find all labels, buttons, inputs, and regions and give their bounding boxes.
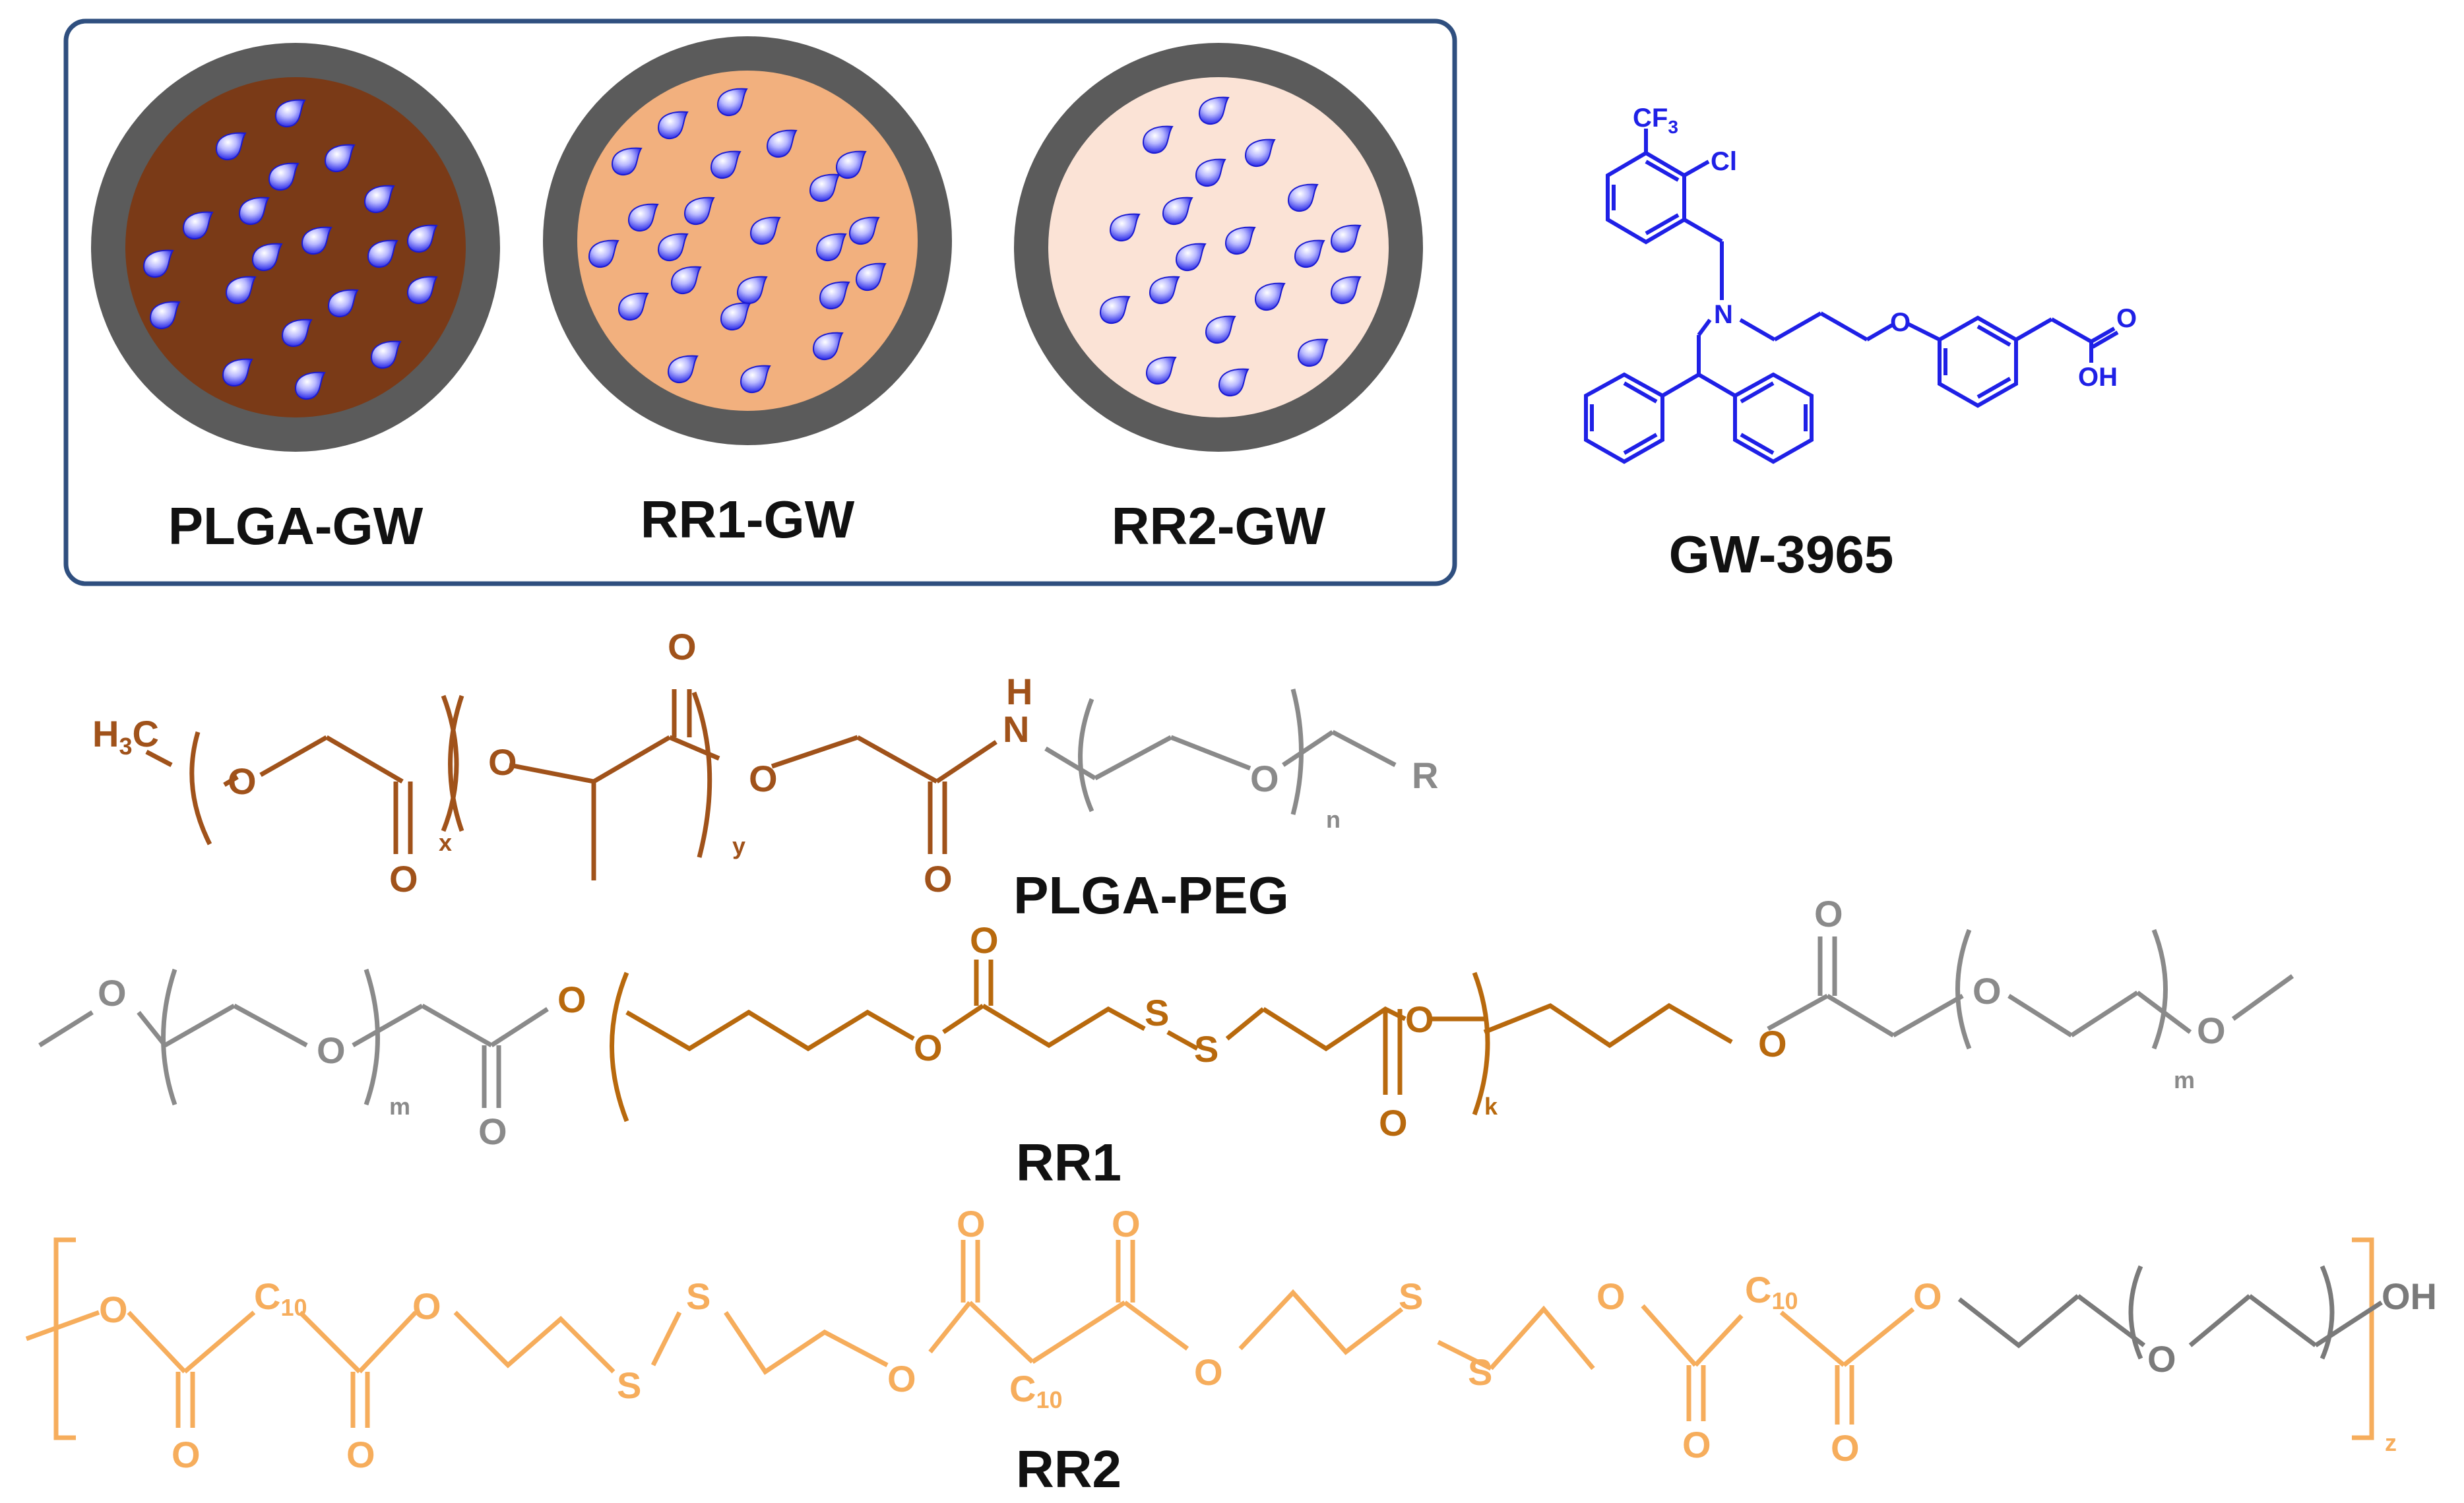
rr2-o-label: O xyxy=(1112,1203,1141,1244)
rr2-o-label: O xyxy=(172,1434,201,1475)
index-x: x xyxy=(439,829,452,856)
rr2-s-label: S xyxy=(617,1365,641,1406)
rr1-o-label: O xyxy=(557,979,586,1020)
rr1-o-label: O xyxy=(1973,970,2002,1012)
gw-n-label: N xyxy=(1714,300,1733,329)
particle-core xyxy=(1048,77,1389,417)
particle-label: RR2-GW xyxy=(1112,497,1326,555)
rr1-o-label: O xyxy=(1379,1102,1408,1144)
rr1-o-label: O xyxy=(317,1029,346,1071)
rr1-o-label: O xyxy=(98,972,127,1014)
rr2-s-label: S xyxy=(1468,1351,1492,1393)
rr2-o-label: O xyxy=(99,1289,128,1330)
rr1-s-label: S xyxy=(1194,1028,1218,1070)
rr2-o-label: O xyxy=(1194,1351,1223,1393)
rr1-name: RR1 xyxy=(1016,1133,1121,1192)
rr2-o-label: O xyxy=(957,1203,986,1244)
rr2-core xyxy=(25,1237,2374,1440)
index-m: m xyxy=(389,1093,410,1120)
plga-peg-name: PLGA-PEG xyxy=(1013,866,1289,925)
rr2-o-label: O xyxy=(1682,1424,1711,1465)
plga-o-label: O xyxy=(488,741,517,783)
rr1-peg-left xyxy=(38,968,549,1108)
plga-peg-structure xyxy=(145,689,997,880)
gw3965-structure xyxy=(1584,129,2119,464)
plga-o-label: O xyxy=(749,758,778,799)
nh-h-label: H xyxy=(1006,671,1032,712)
nh-n-label: N xyxy=(1003,708,1029,750)
peg-o-label: O xyxy=(1250,758,1279,799)
rr2-c10-label: C10 xyxy=(1745,1269,1798,1314)
gw-cf3-label: CF3 xyxy=(1633,104,1678,137)
rr1-core xyxy=(610,960,1733,1122)
rr1-o-label: O xyxy=(1405,998,1434,1040)
rr1-s-label: S xyxy=(1145,992,1169,1033)
rr1-o-label: O xyxy=(914,1027,943,1068)
particle-label: RR1-GW xyxy=(641,490,855,549)
index-k: k xyxy=(1484,1093,1498,1120)
rr2-o-label: O xyxy=(2147,1338,2176,1380)
gw-carbonyl-o-label: O xyxy=(2116,304,2137,333)
gw3965-atoms: CF3 Cl N O O OH xyxy=(1633,104,2137,392)
index-m: m xyxy=(2174,1066,2195,1093)
rr1-o-label: O xyxy=(2197,1010,2226,1051)
index-n: n xyxy=(1326,806,1341,833)
gw3965-name: GW-3965 xyxy=(1669,525,1894,584)
plga-o-label: O xyxy=(228,760,257,802)
rr1-o-label: O xyxy=(970,919,999,961)
plga-peg-atoms: H3C O O x O O y O O H N O n R xyxy=(92,626,1438,900)
rr1-atoms: O O m O O O O S S O O k O O O O m xyxy=(98,893,2226,1152)
gw-o-label: O xyxy=(1890,308,1911,337)
particle-rr2-gw: RR2-GW xyxy=(1014,43,1423,555)
rr1-o-label: O xyxy=(1758,1023,1787,1064)
rr1-peg-right xyxy=(1767,929,2294,1050)
particle-core xyxy=(577,71,918,411)
gw-cl-label: Cl xyxy=(1711,147,1737,176)
rr2-atoms: O C10 O O O S S O O C10 O O S S O C10 O … xyxy=(99,1203,2437,1475)
rr2-c10-label: C10 xyxy=(254,1275,307,1321)
h3c-label: H3C xyxy=(92,713,159,760)
rr2-s-label: S xyxy=(1399,1275,1423,1317)
rr2-o-label: O xyxy=(1913,1275,1942,1317)
plga-o-label: O xyxy=(924,858,953,900)
gw-oh-label: OH xyxy=(2078,363,2118,392)
rr2-s-label: S xyxy=(686,1275,711,1317)
plga-o-label: O xyxy=(668,626,697,667)
particle-plga-gw: PLGA-GW xyxy=(91,43,500,555)
rr1-o-label: O xyxy=(1814,893,1843,935)
rr2-o-label: O xyxy=(887,1358,916,1399)
rr2-o-label: O xyxy=(346,1434,375,1475)
rr2-oh-label: OH xyxy=(2382,1275,2437,1317)
r-label: R xyxy=(1412,754,1438,796)
particle-core xyxy=(125,77,466,417)
plga-o-label: O xyxy=(389,858,418,900)
peg-block xyxy=(1044,689,1397,815)
rr2-name: RR2 xyxy=(1016,1440,1121,1498)
index-z: z xyxy=(2385,1429,2397,1456)
rr2-o-label: O xyxy=(412,1285,441,1327)
rr2-o-label: O xyxy=(1596,1275,1626,1317)
particle-rr1-gw: RR1-GW xyxy=(543,36,952,549)
rr2-c10-label: C10 xyxy=(1009,1368,1063,1413)
particle-label: PLGA-GW xyxy=(168,497,424,555)
index-y: y xyxy=(732,832,745,859)
rr2-peg xyxy=(1957,1265,2383,1360)
rr2-o-label: O xyxy=(1831,1427,1860,1469)
rr1-o-label: O xyxy=(478,1111,507,1152)
